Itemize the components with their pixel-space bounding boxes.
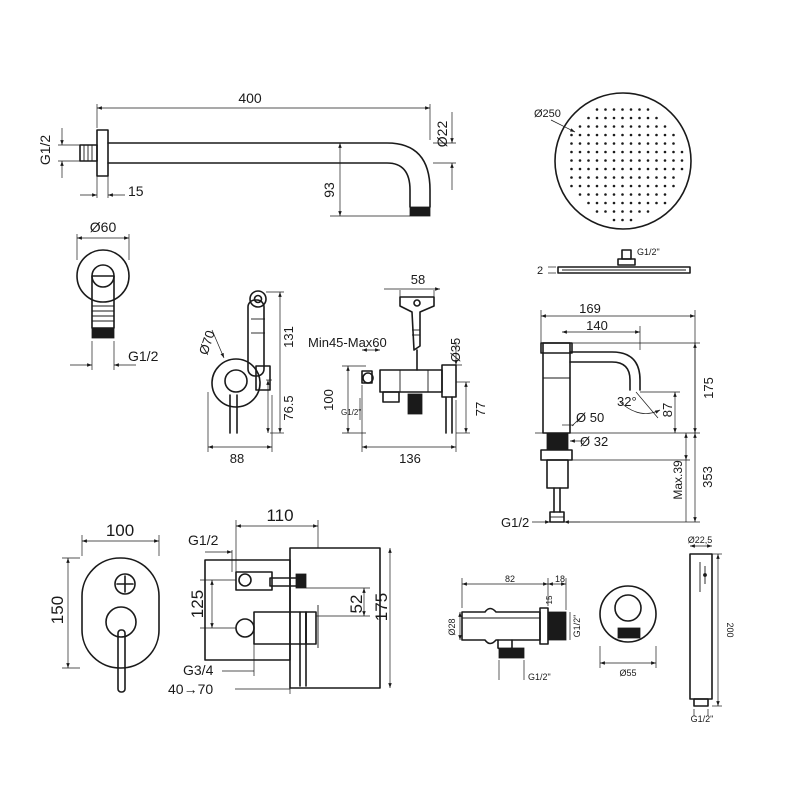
hand-shower-diameter-label: Ø22,5 <box>688 535 713 545</box>
bidet-valve-body <box>379 369 443 393</box>
bidet-front-width-label: 136 <box>399 451 421 466</box>
outlet-flange-thickness-label: 15 <box>545 595 554 604</box>
hand-shower-handle <box>689 553 713 700</box>
outlet-length-label: 82 <box>505 574 515 584</box>
head-thickness-label: 2 <box>537 265 543 277</box>
plate-width-label: 100 <box>106 521 134 540</box>
arm-thread-label: G1/2 <box>37 135 53 166</box>
concealed-mixer-front-drawing: 100 150 <box>48 521 160 693</box>
bidet-handle-knob <box>249 290 267 308</box>
head-connector <box>621 249 632 260</box>
mixer-wall-section <box>289 547 381 689</box>
mixer-base-diameter-label: Ø 32 <box>580 434 608 449</box>
flange-thread <box>91 327 115 339</box>
mixer-angle-label: 32° <box>617 394 637 409</box>
concealed-mixer-side-drawing: 110 G1/2 125 52 175 G3/4 40→70 <box>168 506 392 697</box>
box-thread-bottom-label: G3/4 <box>183 662 214 678</box>
mixer-lever-hub <box>105 606 137 638</box>
bidet-width-label: 88 <box>230 451 244 466</box>
bidet-center-height-label: 76.5 <box>281 395 296 420</box>
bidet-thread-label: G1/2" <box>341 408 361 417</box>
shower-arm-drawing: 400 Ø22 G1/2 15 93 <box>37 90 456 217</box>
hand-shower-drawing: Ø22,5 200 G1/2" <box>688 535 735 724</box>
head-diameter-label: Ø250 <box>534 108 561 120</box>
arm-outlet-thread <box>409 206 431 217</box>
bidet-wall-range-label: Min45-Max60 <box>308 335 387 350</box>
mixer-body-diameter-label: Ø 50 <box>576 410 604 425</box>
mixer-upper-connector <box>235 571 273 591</box>
wall-flange-drawing: Ø60 G1/2 <box>70 219 159 370</box>
outlet-front-diameter-label: Ø55 <box>619 668 636 678</box>
mixer-height-label: 175 <box>701 377 716 399</box>
mixer-deck-max-label: Max.39 <box>671 460 685 500</box>
bidet-front-center-label: 77 <box>473 402 488 416</box>
bidet-hose-connector <box>407 393 423 415</box>
arm-diameter-label: Ø22 <box>434 121 450 148</box>
bidet-valve-side-drawing: Ø70 131 76.5 88 <box>196 290 296 466</box>
arm-flange <box>96 129 109 177</box>
diverter-knob <box>114 573 136 595</box>
mixer-plate <box>81 557 160 669</box>
bidet-front-height-label: 100 <box>321 389 336 411</box>
outlet-diameter-label: Ø28 <box>447 618 457 635</box>
wall-outlet-drawing: 82 18 15 Ø28 G1/2" G1/2" Ø55 <box>447 574 657 682</box>
arm-length-label: 400 <box>238 90 262 106</box>
flange-outer-circle <box>76 249 130 303</box>
outlet-front-circle <box>599 585 657 643</box>
mixer-total-length-label: 169 <box>579 301 601 316</box>
plate-height-label: 150 <box>48 596 67 624</box>
mixer-thread-label: G1/2 <box>501 515 529 530</box>
outlet-flange <box>539 607 549 645</box>
outlet-flange-depth-label: 18 <box>555 574 565 584</box>
box-wall-range-label: 40→70 <box>168 681 213 697</box>
flange-thread-label: G1/2 <box>128 348 159 364</box>
mixer-body <box>542 342 571 434</box>
arm-thread-stub <box>79 144 98 162</box>
box-center-label: 125 <box>188 590 207 618</box>
hand-shower-thread-label: G1/2" <box>691 714 714 724</box>
mixer-base-nut <box>546 432 569 451</box>
shower-head-disc <box>554 92 692 230</box>
bidet-valve-front-drawing: 58 Min45-Max60 Ø35 100 G1/2" 77 136 <box>308 272 488 466</box>
box-inner-depth-label: 52 <box>347 595 366 614</box>
box-width-label: 110 <box>266 506 293 525</box>
head-thread-label: G1/2" <box>637 247 660 257</box>
outlet-thread-bottom-label: G1/2" <box>528 672 551 682</box>
bidet-spray-head <box>399 296 435 351</box>
head-side-profile <box>557 266 691 274</box>
mixer-tail-length-label: 353 <box>700 466 715 488</box>
bidet-diameter-label: Ø70 <box>196 329 218 357</box>
bidet-front-diameter-label: Ø35 <box>448 338 463 363</box>
basin-mixer-drawing: 169 140 175 87 32° Ø 50 Ø 32 Max.39 353 <box>501 301 716 530</box>
mixer-spout-height-label: 87 <box>660 403 675 417</box>
mixer-spout-length-label: 140 <box>586 318 608 333</box>
shower-head-drawing: Ø250 G1/2" 2 <box>534 92 692 277</box>
arm-flange-depth-label: 15 <box>128 183 144 199</box>
mixer-spout <box>569 351 641 391</box>
hand-shower-connector <box>693 698 709 707</box>
outlet-thread <box>547 611 567 641</box>
shower-head-nozzles <box>570 108 684 222</box>
bidet-top-width-label: 58 <box>411 272 425 287</box>
arm-drop-label: 93 <box>321 182 337 198</box>
box-thread-top-label: G1/2 <box>188 532 219 548</box>
outlet-thread-side-label: G1/2" <box>572 615 582 638</box>
mixer-lever <box>117 629 126 693</box>
hand-shower-length-label: 200 <box>725 622 735 637</box>
box-height-label: 175 <box>372 593 391 621</box>
flange-diameter-label: Ø60 <box>90 219 117 235</box>
outlet-bottom-thread <box>498 647 525 659</box>
mixer-lower-connector <box>235 618 255 638</box>
arm-tube <box>107 142 431 208</box>
outlet-body <box>461 607 541 645</box>
outlet-front-thread <box>617 627 641 639</box>
bidet-height-label: 131 <box>281 326 296 348</box>
bidet-rosette <box>211 358 261 408</box>
